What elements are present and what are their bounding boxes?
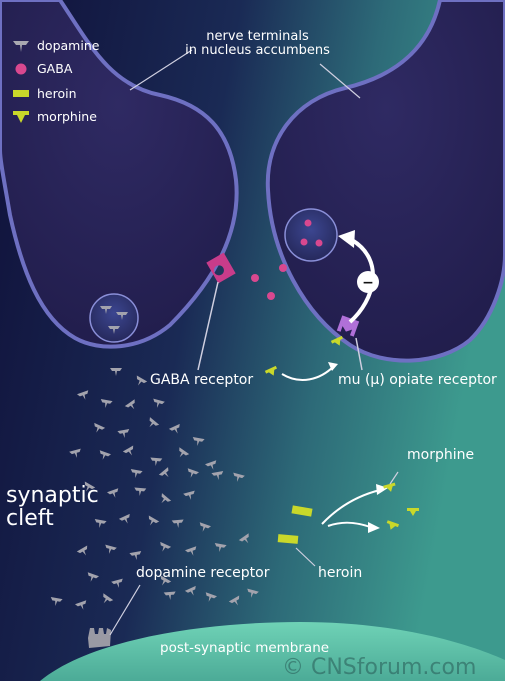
post-synaptic-membrane — [40, 622, 505, 681]
post-synaptic-label: post-synaptic membrane — [160, 640, 330, 656]
legend-gaba-label: GABA — [37, 61, 73, 76]
heroin-label: heroin — [318, 565, 363, 581]
inhibition-minus: − — [362, 275, 374, 291]
dopamine-receptor-shape — [88, 628, 111, 648]
synaptic-line1: synaptic — [6, 483, 99, 508]
heroin-molecule — [291, 505, 313, 517]
dopamine-receptor-label: dopamine receptor — [136, 565, 270, 581]
legend-morphine-label: morphine — [37, 109, 97, 124]
legend-gaba: GABA — [12, 61, 72, 76]
inhibition-symbol — [357, 271, 379, 293]
nerve-terminals-line1: nerve terminals — [206, 29, 309, 44]
mu-receptor-label: mu (μ) opiate receptor — [338, 372, 497, 388]
synaptic-cleft-label: synaptic cleft — [6, 484, 99, 530]
legend-dopamine-label: dopamine — [37, 38, 100, 53]
right-nerve-terminal — [265, 0, 505, 363]
dopamine-icon — [12, 39, 30, 53]
gaba-receptor-label: GABA receptor — [150, 372, 254, 388]
morphine-icon — [12, 110, 30, 124]
left-nerve-terminal — [0, 0, 239, 349]
nerve-terminals-line2: in nucleus accumbens — [185, 42, 330, 58]
gaba-molecules — [251, 264, 287, 300]
copyright-watermark: © CNSforum.com — [282, 655, 477, 680]
legend-morphine: morphine — [12, 109, 97, 124]
gaba-vesicle — [284, 208, 338, 262]
heroin-icon — [12, 87, 30, 101]
legend-heroin: heroin — [12, 86, 77, 101]
gaba-receptor-shape — [206, 252, 236, 284]
morphine-label: morphine — [407, 447, 475, 463]
nerve-terminals-label: nerve terminals in nucleus accumbens — [0, 30, 505, 57]
synaptic-line2: cleft — [6, 506, 54, 532]
gaba-icon — [12, 62, 30, 76]
dopamine-vesicle — [89, 293, 139, 343]
legend-heroin-label: heroin — [37, 86, 77, 101]
heroin-molecule — [277, 534, 299, 544]
legend-dopamine: dopamine — [12, 38, 99, 53]
